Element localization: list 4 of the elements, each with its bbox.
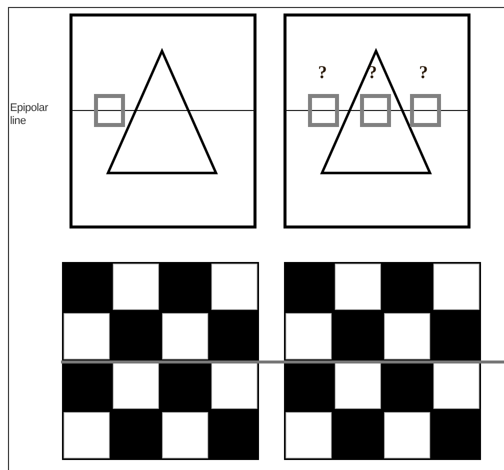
question-mark: ?: [368, 62, 377, 83]
question-mark: ?: [419, 62, 428, 83]
question-mark: ?: [318, 62, 327, 83]
epipolar-line-label: Epipolar line: [10, 102, 50, 128]
